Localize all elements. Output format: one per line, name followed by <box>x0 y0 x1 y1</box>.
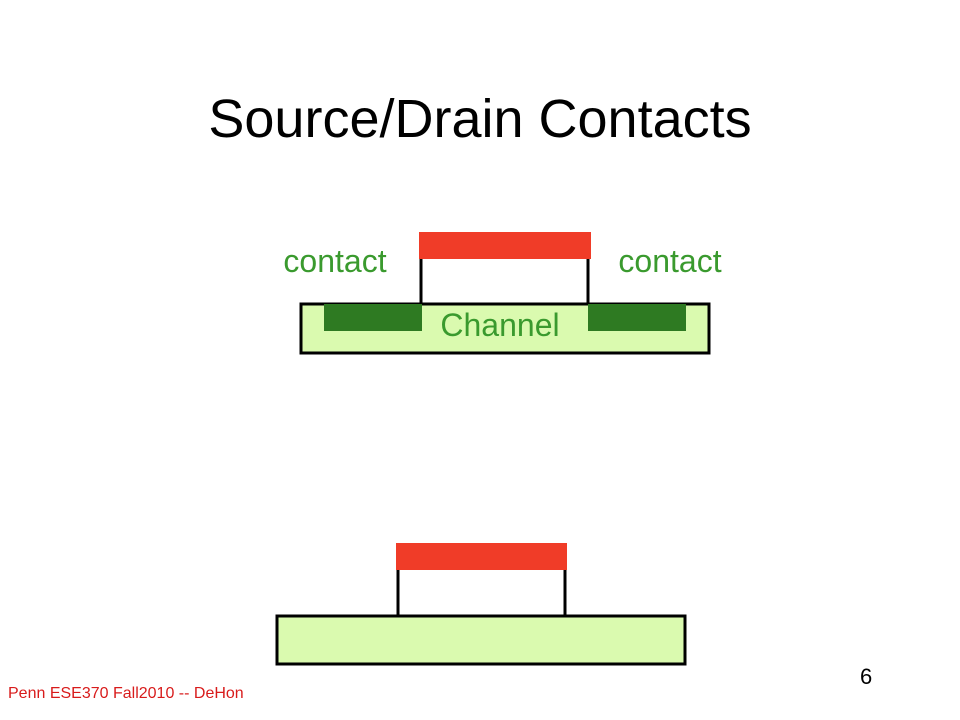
slide-footer: Penn ESE370 Fall2010 -- DeHon <box>8 685 244 702</box>
gate-top-bottom <box>396 543 567 570</box>
contact-left <box>324 304 422 331</box>
contact-right <box>588 304 686 331</box>
contact-label-left: contact <box>283 243 386 279</box>
channel-label: Channel <box>440 307 559 343</box>
substrate-bottom <box>275 614 687 666</box>
diagram-without-contacts <box>275 543 687 666</box>
gate-top <box>419 232 591 259</box>
contact-label-right: contact <box>618 243 721 279</box>
slide-title: Source/Drain Contacts <box>208 89 752 149</box>
page-number: 6 <box>860 664 873 689</box>
diagram-with-contacts: contact contact Channel <box>283 232 722 355</box>
